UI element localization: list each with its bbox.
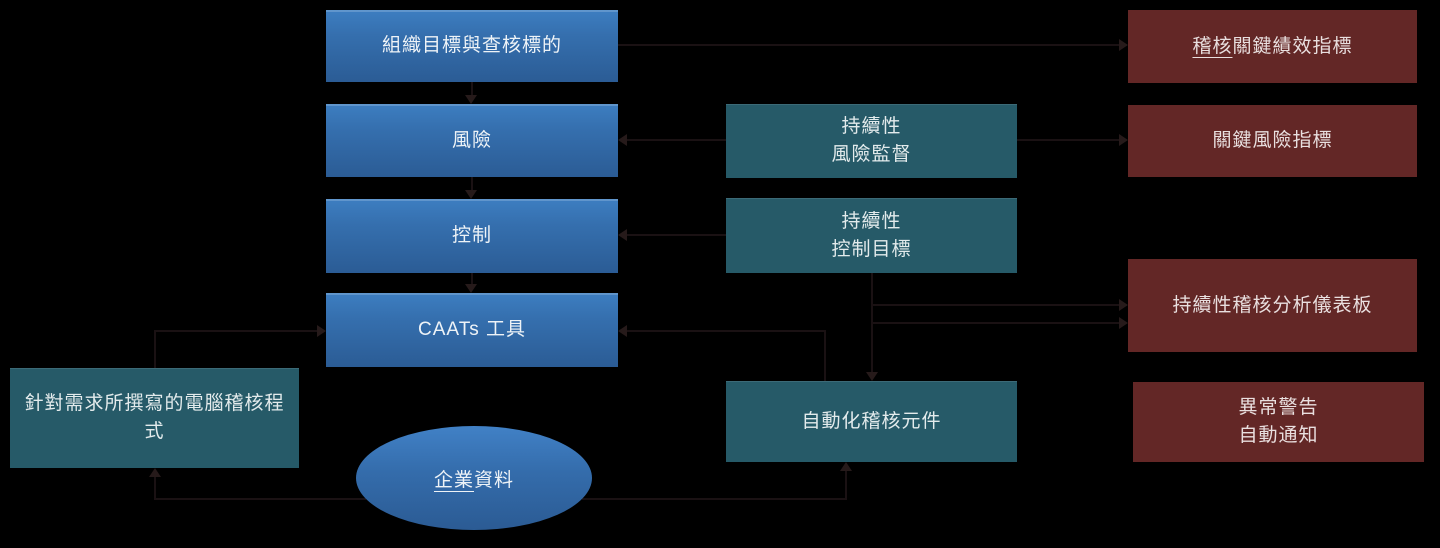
arrowhead-down-icon (465, 284, 477, 293)
arrowhead-left-icon (618, 134, 627, 146)
arrowhead-up-icon (149, 468, 161, 477)
node-label-rest: 關鍵績效指標 (1232, 35, 1353, 57)
connector-objectives-to-control (627, 234, 726, 236)
connector-data-to-component-horizontal (582, 498, 847, 500)
node-continuous-risk-monitoring: 持續性 風險監督 (726, 104, 1017, 178)
connector-control-to-caats (471, 273, 473, 285)
node-label: 關鍵風險指標 (1212, 130, 1333, 152)
connector-goals-to-risk (471, 82, 473, 96)
connector-component-to-caats-vertical (824, 331, 826, 381)
node-key-risk-indicators: 關鍵風險指標 (1128, 105, 1417, 177)
arrowhead-left-icon (618, 325, 627, 337)
node-custom-audit-program: 針對需求所撰寫的電腦稽核程式 (10, 368, 299, 468)
node-label-line2: 自動通知 (1238, 425, 1319, 446)
node-label-underlined: 稽核 (1192, 35, 1233, 57)
node-audit-kpi: 稽核關鍵績效指標 (1128, 10, 1417, 83)
connector-objectives-to-dashboard (872, 304, 1119, 306)
node-label-line2: 風險監督 (831, 144, 912, 165)
node-label: 自動化稽核元件 (801, 410, 942, 432)
node-label: 控制 (451, 225, 492, 247)
connector-risk-to-control (471, 177, 473, 191)
arrowhead-down-icon (866, 372, 878, 381)
node-enterprise-data: 企業資料 (356, 426, 592, 530)
node-label: 持續性稽核分析儀表板 (1172, 294, 1373, 316)
node-org-goals: 組織目標與查核標的 (326, 10, 618, 82)
connector-component-to-caats-horizontal (627, 330, 826, 332)
node-label-rest: 資料 (474, 469, 515, 491)
node-continuous-audit-dashboard: 持續性稽核分析儀表板 (1128, 259, 1417, 352)
node-label: 針對需求所撰寫的電腦稽核程式 (24, 393, 285, 442)
connector-program-to-caats-horizontal (154, 330, 317, 332)
node-label: 稽核關鍵績效指標 (1192, 33, 1352, 61)
node-anomaly-alert: 異常警告 自動通知 (1133, 382, 1424, 462)
node-label: 企業資料 (434, 465, 514, 492)
node-label-line1: 異常警告 (1238, 397, 1319, 419)
arrowhead-right-icon (317, 325, 326, 337)
connector-program-to-caats-vertical (154, 331, 156, 368)
connector-data-to-program-horizontal (154, 498, 366, 500)
arrowhead-left-icon (618, 229, 627, 241)
node-label-line2: 控制目標 (831, 238, 912, 260)
node-automated-audit-component: 自動化稽核元件 (726, 381, 1017, 462)
node-label: 組織目標與查核標的 (381, 35, 562, 57)
connector-monitoring-to-kri (1017, 139, 1119, 141)
node-label-line1: 持續性 (841, 116, 902, 138)
node-caats-tool: CAATs 工具 (326, 293, 618, 367)
arrowhead-right-icon (1119, 299, 1128, 311)
node-control: 控制 (326, 199, 618, 273)
connector-monitoring-to-risk (627, 139, 726, 141)
arrowhead-right-icon (1119, 39, 1128, 51)
node-label: 風險 (451, 129, 492, 151)
connector-goals-to-kpi (618, 44, 1119, 46)
arrowhead-down-icon (465, 190, 477, 199)
node-label-line1: 持續性 (841, 210, 902, 232)
node-risk: 風險 (326, 104, 618, 177)
connector-data-to-component-vertical (845, 470, 847, 500)
arrowhead-down-icon (465, 95, 477, 104)
node-continuous-control-objectives: 持續性 控制目標 (726, 198, 1017, 273)
arrowhead-right-icon (1119, 134, 1128, 146)
node-label: CAATs 工具 (418, 319, 526, 341)
arrowhead-right-icon (1119, 317, 1128, 329)
node-label-underlined: 企業 (433, 469, 474, 491)
arrowhead-up-icon (840, 462, 852, 471)
connector-component-to-dashboard (872, 322, 1119, 324)
connector-data-to-program-vertical (154, 476, 156, 500)
